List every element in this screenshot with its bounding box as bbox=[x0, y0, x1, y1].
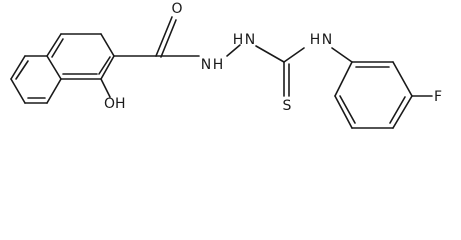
thione-sulfur-label: S bbox=[283, 98, 292, 114]
naphthalene-right-ring bbox=[46, 33, 115, 80]
carbonyl-oxygen-label: O bbox=[171, 1, 182, 17]
naphthalene-left-ring bbox=[10, 55, 62, 104]
hydroxyl-group: OH bbox=[100, 78, 126, 112]
hydrazide-nitrogen-1-hydrogen-label: H bbox=[213, 57, 224, 73]
aryl-amine-group: H N bbox=[283, 32, 353, 63]
thiocarbonyl-group: S bbox=[283, 61, 292, 114]
fluorine-label: F bbox=[434, 89, 442, 105]
aryl-amine-nitrogen-label: N bbox=[322, 32, 332, 48]
hydroxyl-label: OH bbox=[104, 96, 126, 112]
hydrazide-nitrogen-2-hydrogen-label: H bbox=[233, 32, 244, 48]
hydrazide-nitrogen-2-label: N bbox=[245, 32, 255, 48]
chemical-structure: OH O N H H N S H N bbox=[10, 1, 442, 129]
fluorophenyl-ring: F bbox=[334, 61, 442, 129]
aryl-amine-hydrogen-label: H bbox=[310, 32, 321, 48]
carbonyl-group: O bbox=[113, 1, 183, 58]
hydrazide-nitrogen-1-label: N bbox=[201, 57, 211, 73]
hydrazide-linker: N H H N bbox=[155, 32, 285, 73]
